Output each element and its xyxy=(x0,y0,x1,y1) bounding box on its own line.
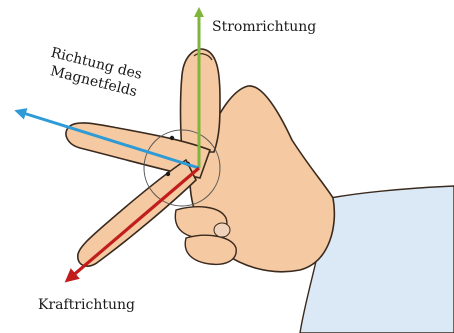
current-direction-label: Stromrichtung xyxy=(212,19,316,35)
right-angle-dot-1 xyxy=(170,136,174,140)
curled-finger-2 xyxy=(185,235,236,264)
knuckle xyxy=(214,223,230,237)
force-direction-label: Kraftrichtung xyxy=(38,297,135,313)
right-angle-dot-2 xyxy=(166,172,170,176)
field-direction-label: Richtung des Magnetfelds xyxy=(45,45,144,101)
